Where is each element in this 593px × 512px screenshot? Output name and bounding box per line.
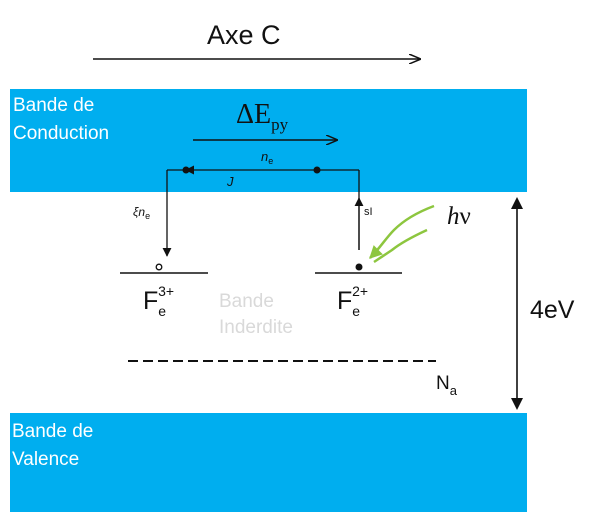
forbidden-band-label-2: Inderdite [219, 317, 293, 338]
fe3-label: Fe3+ [143, 283, 174, 319]
valence-band: Bande de Valence [10, 413, 527, 512]
valence-band-label: Bande de Valence [12, 421, 94, 470]
delta-e-subscript: py [271, 115, 289, 134]
delta-e-symbol: ΔE [236, 99, 271, 130]
hole-circle [155, 263, 163, 271]
gap-arrow-head-bottom [511, 398, 523, 410]
fe2-label: Fe2+ [337, 283, 368, 319]
gap-arrow-head-top [511, 197, 523, 209]
excitation-si-label: sI [364, 206, 373, 218]
axis-c-label: Axe C [207, 20, 281, 50]
acceptor-label: Na [436, 373, 458, 398]
photon-arrow-2 [373, 228, 428, 264]
electron-dot-left [182, 166, 190, 174]
photon-label: hν [447, 203, 471, 230]
current-j-label: J [226, 174, 234, 189]
delta-e-label: ΔEpy [236, 99, 289, 134]
conduction-band-label: Bande de Conduction [13, 95, 110, 144]
gap-label: 4eV [530, 296, 575, 324]
electron-dot-right [313, 166, 321, 174]
photon-arrow-1 [369, 204, 435, 259]
recombination-label: ξne [133, 205, 150, 221]
forbidden-band-label-1: Bande [219, 291, 274, 312]
transport-ne-label: ne [261, 149, 273, 166]
fe2-electron-dot [355, 263, 363, 271]
